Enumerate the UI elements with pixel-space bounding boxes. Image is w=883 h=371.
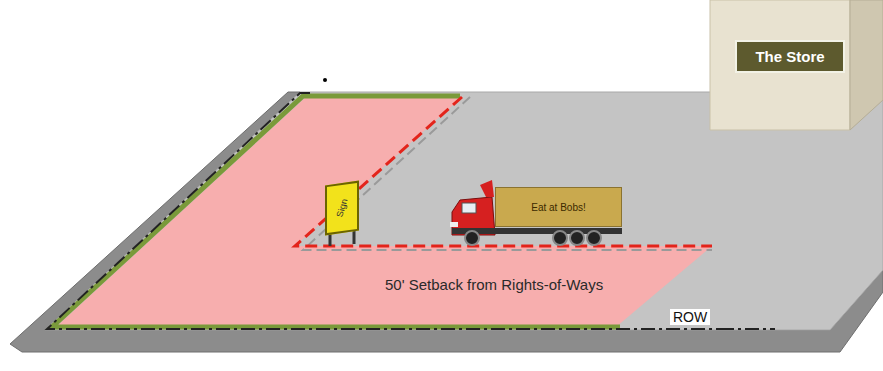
trailer-text: Eat at Bobs!	[531, 202, 585, 213]
store-front	[710, 0, 850, 130]
sign-text: Sign	[334, 198, 349, 218]
setback-area	[56, 97, 712, 327]
row-line-extension	[720, 328, 775, 330]
setback-line	[295, 97, 712, 246]
row-line	[47, 93, 720, 329]
cab-fairing	[480, 180, 494, 197]
slab-edge	[10, 92, 883, 352]
setback-label: 50' Setback from Rights-of-Ways	[382, 276, 606, 293]
truck-wheels	[465, 231, 601, 245]
store-sign-box: The Store	[735, 40, 845, 73]
truck-trailer: Eat at Bobs!	[495, 187, 622, 227]
store-side	[850, 0, 883, 130]
store-name: The Store	[755, 48, 824, 65]
sign-leg	[353, 230, 356, 244]
cab-bumper	[450, 222, 458, 227]
row-label: ROW	[670, 309, 710, 325]
inner-dashed-line	[303, 97, 712, 250]
row-strip	[52, 96, 620, 327]
sign-board: Sign	[325, 181, 359, 236]
cab-window	[462, 203, 476, 213]
